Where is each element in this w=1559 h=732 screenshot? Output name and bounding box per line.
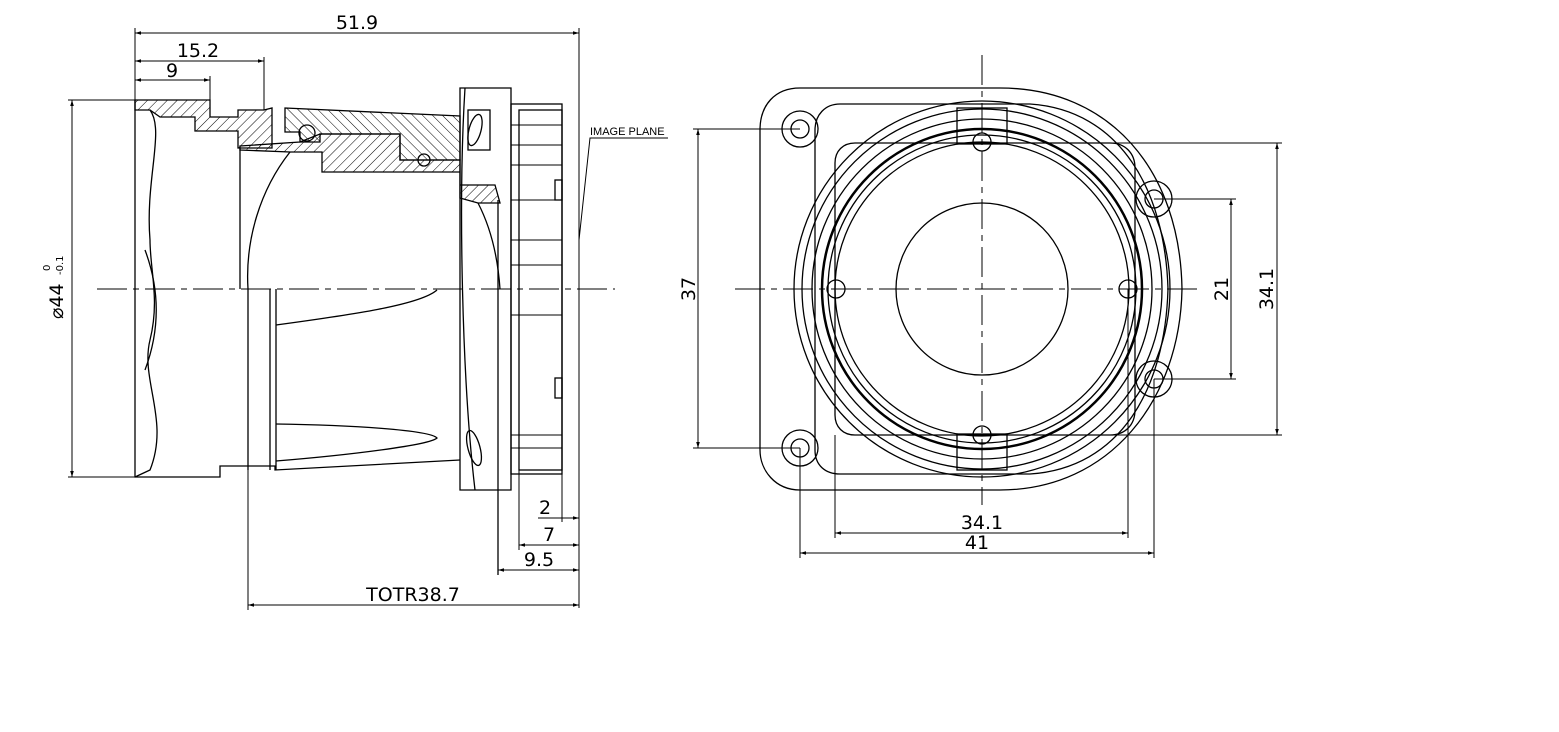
dim-diameter: ⌀44	[46, 283, 68, 319]
dim-34-1-width: 34.1	[961, 512, 1003, 534]
dim-diameter-tol-upper: 0	[42, 265, 53, 271]
front-lens-element	[895, 202, 1069, 376]
dim-overall-length: 51.9	[336, 12, 378, 34]
dim-9-5: 9.5	[524, 549, 554, 571]
mount-plate	[759, 87, 1183, 491]
dim-34-1-height: 34.1	[1256, 268, 1278, 310]
outer-ring	[793, 100, 1171, 478]
front-view: 37 34.1 41 21 34.1	[678, 55, 1282, 558]
dim-9: 9	[166, 60, 178, 82]
dim-21: 21	[1211, 277, 1233, 301]
dim-37: 37	[678, 277, 700, 301]
screw-hole	[298, 124, 316, 142]
dim-41: 41	[965, 532, 989, 554]
barrel-inner-section	[239, 133, 501, 204]
dim-15-2: 15.2	[177, 40, 219, 62]
screw-hole	[417, 153, 431, 167]
image-plane-label: IMAGE PLANE	[590, 126, 665, 138]
dim-totr: TOTR38.7	[365, 584, 460, 606]
dim-diameter-tol-lower: -0.1	[55, 255, 66, 275]
side-view: 51.9 15.2 9 ⌀44 0 -0.1 IMAGE PLANE 2 7 9…	[42, 12, 668, 610]
dim-2: 2	[539, 497, 551, 519]
dim-7: 7	[543, 524, 555, 546]
mount-flange	[459, 87, 512, 491]
